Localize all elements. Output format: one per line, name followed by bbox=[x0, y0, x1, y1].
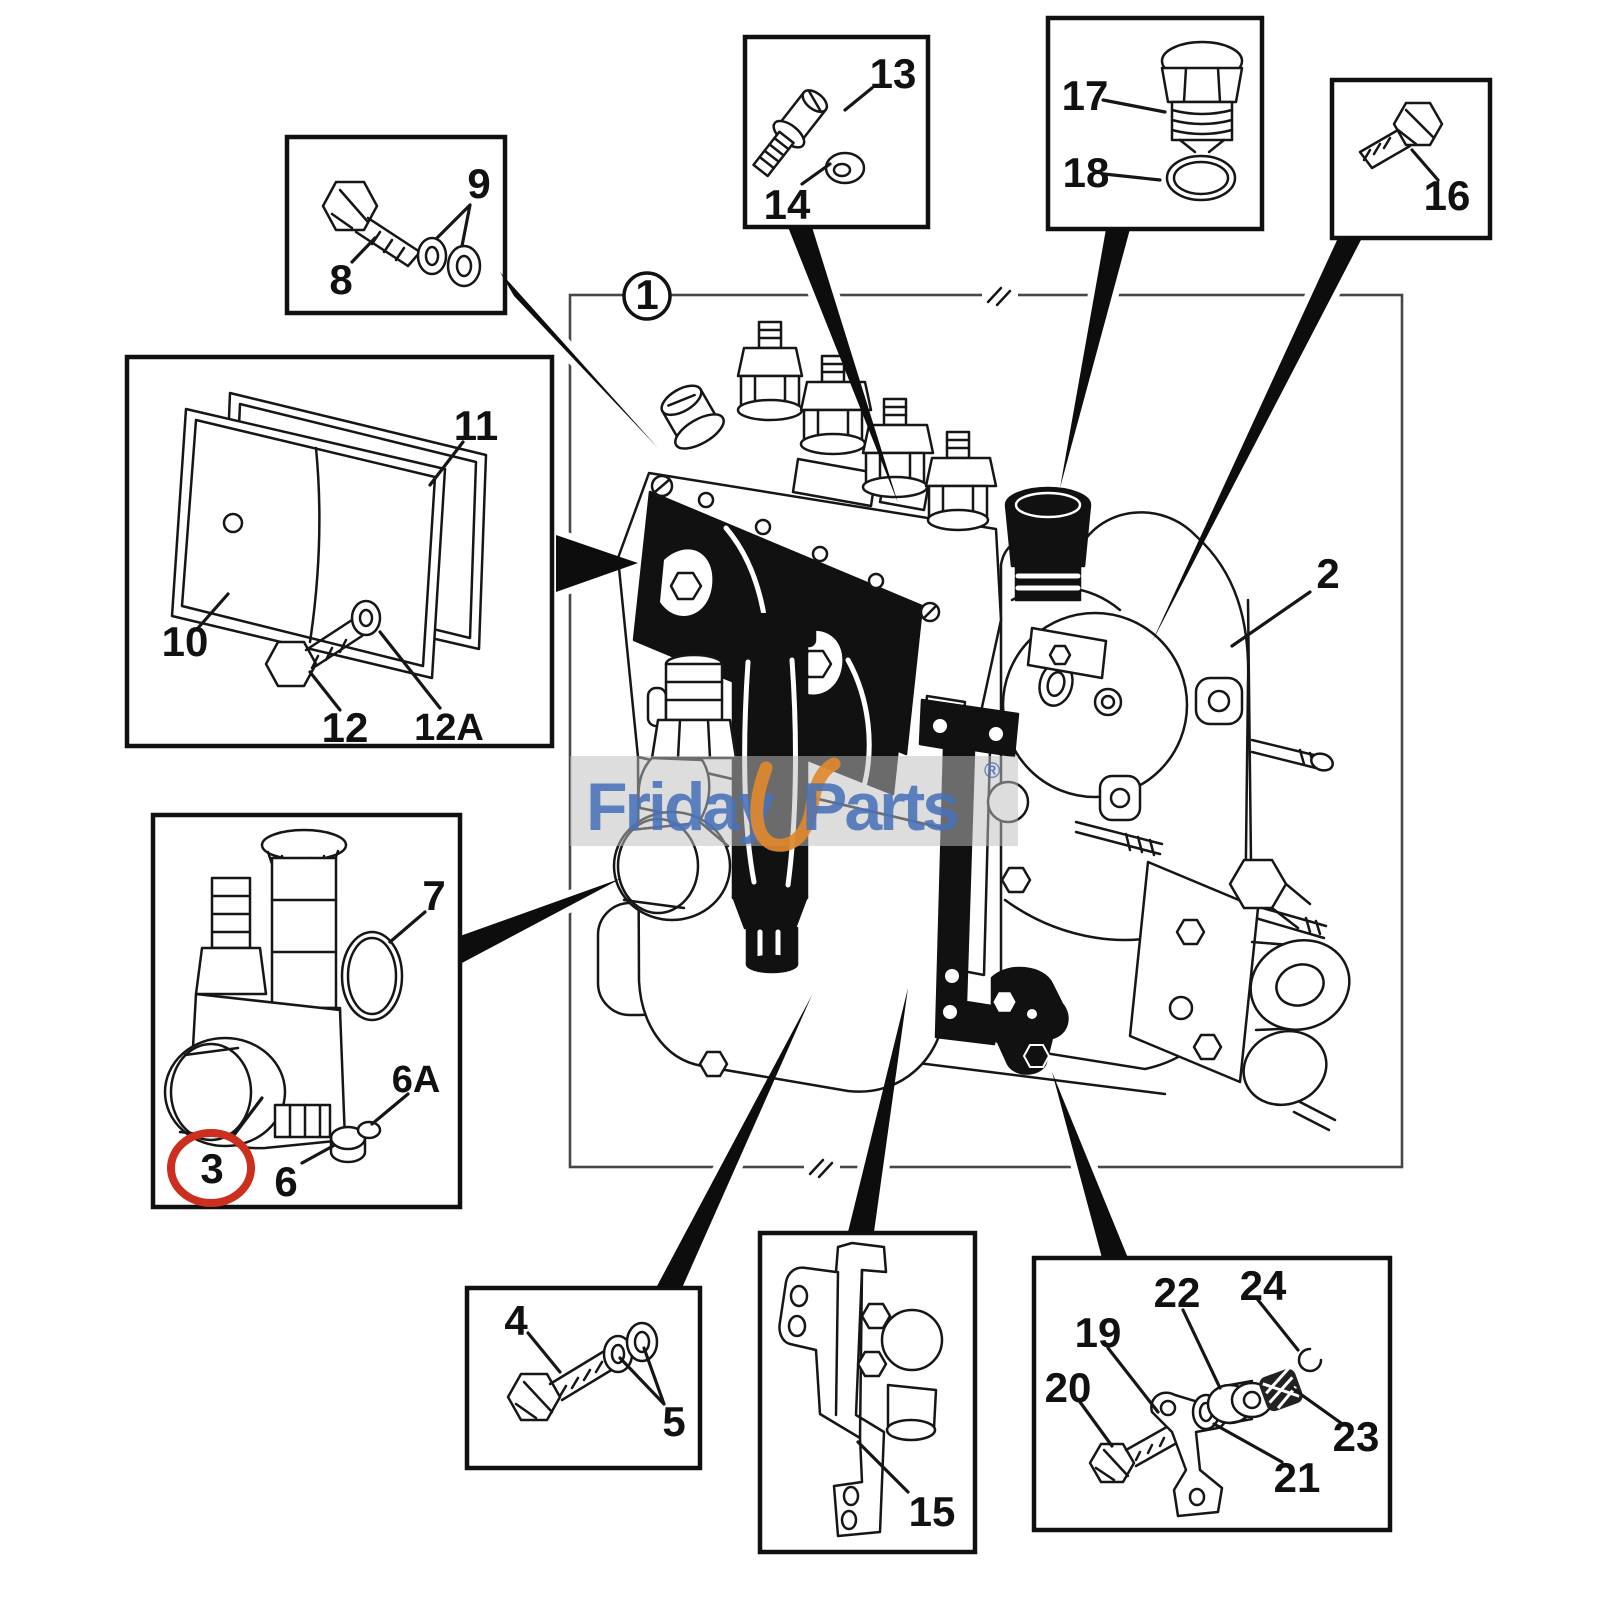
callout-label-6: 6 bbox=[274, 1158, 297, 1205]
callout-label-15: 15 bbox=[909, 1488, 956, 1535]
callout-label-5: 5 bbox=[662, 1398, 685, 1445]
bracket-15-drawing bbox=[778, 1241, 944, 1538]
callout-label-19: 19 bbox=[1075, 1309, 1122, 1356]
callout-label-18: 18 bbox=[1063, 149, 1110, 196]
overflow-valve-drawing bbox=[163, 828, 404, 1164]
callout-label-12a: 12A bbox=[414, 707, 484, 749]
callout-labels: 1 2 3 4 5 6 6A 7 8 9 10 11 12 12A 13 14 … bbox=[162, 50, 1471, 1535]
leader-box3-to-pump bbox=[460, 878, 622, 964]
watermark-swoosh-icon bbox=[750, 757, 841, 852]
callout-label-21: 21 bbox=[1274, 1454, 1321, 1501]
watermark-registered-mark: ® bbox=[984, 758, 1000, 783]
callout-label-22: 22 bbox=[1154, 1269, 1201, 1316]
stud-13-washer-14-drawing bbox=[752, 89, 866, 185]
callout-label-4: 4 bbox=[504, 1297, 528, 1344]
border-break-marks bbox=[804, 284, 1018, 1180]
watermark: Friday Parts ® bbox=[570, 756, 1018, 852]
callout-label-23: 23 bbox=[1333, 1413, 1380, 1460]
filler-cap-drawing bbox=[1004, 486, 1092, 602]
callout-label-2: 2 bbox=[1316, 550, 1339, 597]
lever-in-place-drawing bbox=[984, 966, 1069, 1075]
callout-label-14: 14 bbox=[764, 181, 811, 228]
callout-label-16: 16 bbox=[1424, 172, 1471, 219]
callout-label-11: 11 bbox=[454, 402, 498, 449]
callout-label-10: 10 bbox=[162, 618, 209, 665]
callout-label-20: 20 bbox=[1045, 1364, 1092, 1411]
bolt-16-drawing bbox=[1358, 101, 1444, 170]
detail-box-4-5 bbox=[464, 1285, 703, 1471]
watermark-band bbox=[570, 756, 1018, 846]
callout-circle-1 bbox=[622, 271, 672, 321]
leader-box15-to-pump bbox=[848, 988, 908, 1232]
slot-plug-drawing bbox=[660, 384, 725, 450]
callout-label-8: 8 bbox=[329, 256, 352, 303]
watermark-text-parts: Parts bbox=[802, 769, 958, 845]
callout-label-12: 12 bbox=[322, 704, 369, 751]
cover-screws bbox=[650, 474, 941, 623]
callout-label-13: 13 bbox=[870, 50, 917, 97]
callout-label-1: 1 bbox=[635, 271, 658, 318]
leader-box13-to-pump bbox=[788, 227, 898, 503]
leader-box19-to-pump bbox=[1052, 1072, 1128, 1258]
gear-housing-drawing bbox=[908, 511, 1351, 1132]
callout-label-3: 3 bbox=[200, 1145, 223, 1192]
leader-box10-to-pump bbox=[556, 535, 638, 592]
leader-box17-to-pump bbox=[1060, 229, 1130, 488]
bolt-8-washers-9-drawing bbox=[321, 180, 482, 288]
highlight-circle-3 bbox=[167, 1129, 255, 1207]
plug-17-oring-18-drawing bbox=[1160, 40, 1244, 202]
lever-kit-drawing bbox=[1088, 1347, 1323, 1518]
callout-label-17: 17 bbox=[1062, 72, 1109, 119]
leader-box4-to-pump bbox=[656, 995, 812, 1288]
leader-wedges bbox=[460, 227, 1362, 1288]
watermark-text-friday: Friday bbox=[586, 769, 775, 845]
callout-label-24: 24 bbox=[1240, 1262, 1287, 1309]
leader-box16-to-pump bbox=[1152, 238, 1362, 642]
leader-box8-to-pump bbox=[500, 272, 658, 448]
callout-label-6a: 6A bbox=[392, 1059, 441, 1101]
callout-label-9: 9 bbox=[467, 160, 490, 207]
delivery-valve-fittings bbox=[736, 320, 998, 532]
cover-plate-gasket-drawing bbox=[170, 391, 488, 688]
callout-label-7: 7 bbox=[422, 872, 445, 919]
label-leader-lines bbox=[196, 86, 1440, 1494]
